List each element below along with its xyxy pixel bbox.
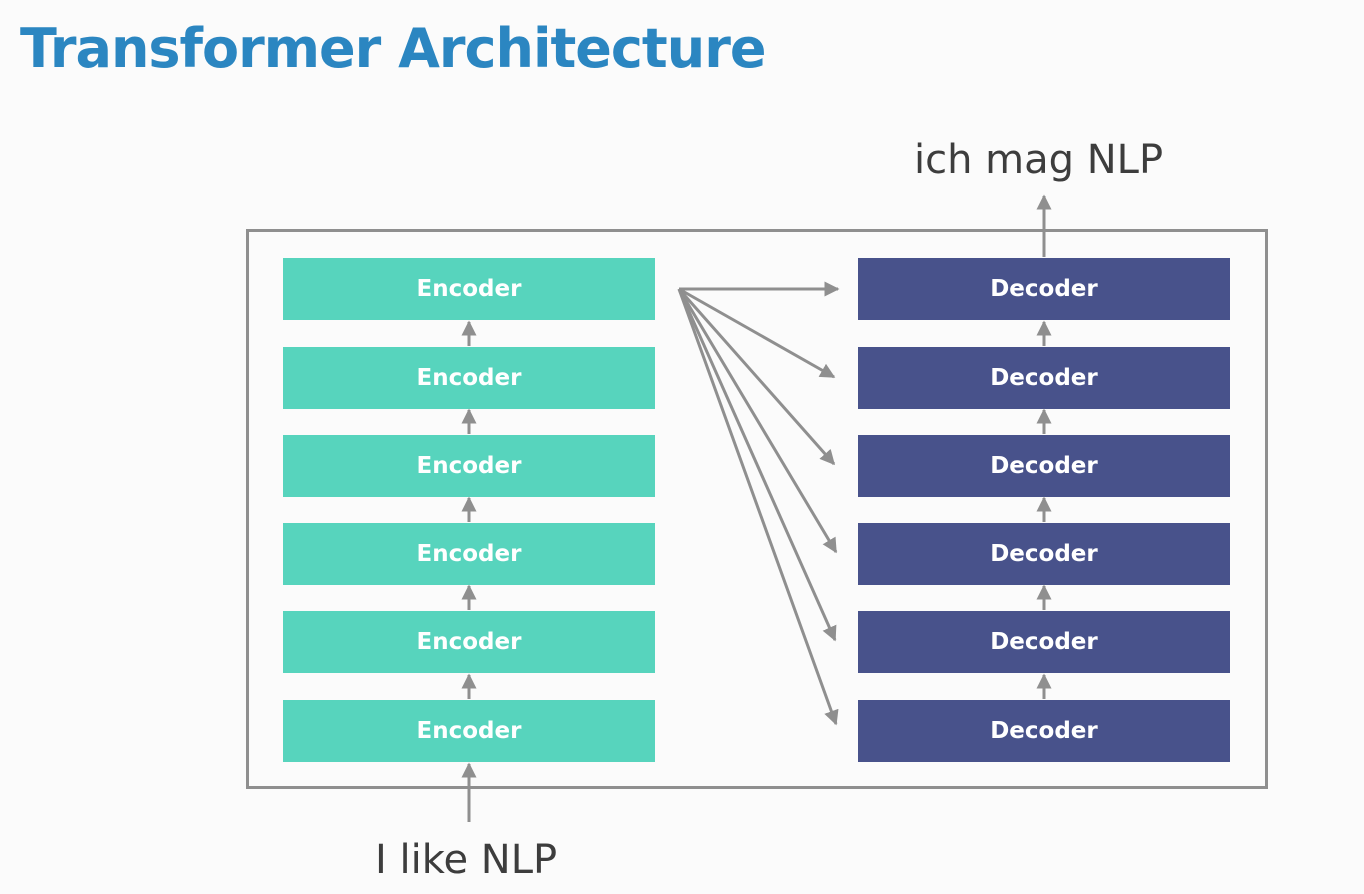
decoder-block: Decoder xyxy=(858,435,1230,497)
decoder-block: Decoder xyxy=(858,611,1230,673)
decoder-block: Decoder xyxy=(858,700,1230,762)
encoder-block: Encoder xyxy=(283,700,655,762)
output-label: ich mag NLP xyxy=(914,137,1164,183)
decoder-block: Decoder xyxy=(858,258,1230,320)
page-title: Transformer Architecture xyxy=(20,17,766,80)
decoder-block: Decoder xyxy=(858,523,1230,585)
encoder-block: Encoder xyxy=(283,347,655,409)
encoder-block: Encoder xyxy=(283,258,655,320)
cross-attention-arrow xyxy=(677,288,837,642)
cross-attention-arrow xyxy=(678,287,836,379)
cross-attention-arrow xyxy=(677,288,839,726)
cross-attention-arrow xyxy=(677,288,836,466)
encoder-block: Encoder xyxy=(283,435,655,497)
encoder-block: Encoder xyxy=(283,523,655,585)
cross-attention-arrow xyxy=(677,288,838,554)
encoder-block: Encoder xyxy=(283,611,655,673)
decoder-block: Decoder xyxy=(858,347,1230,409)
transformer-frame xyxy=(246,229,1268,789)
input-label: I like NLP xyxy=(375,837,558,883)
